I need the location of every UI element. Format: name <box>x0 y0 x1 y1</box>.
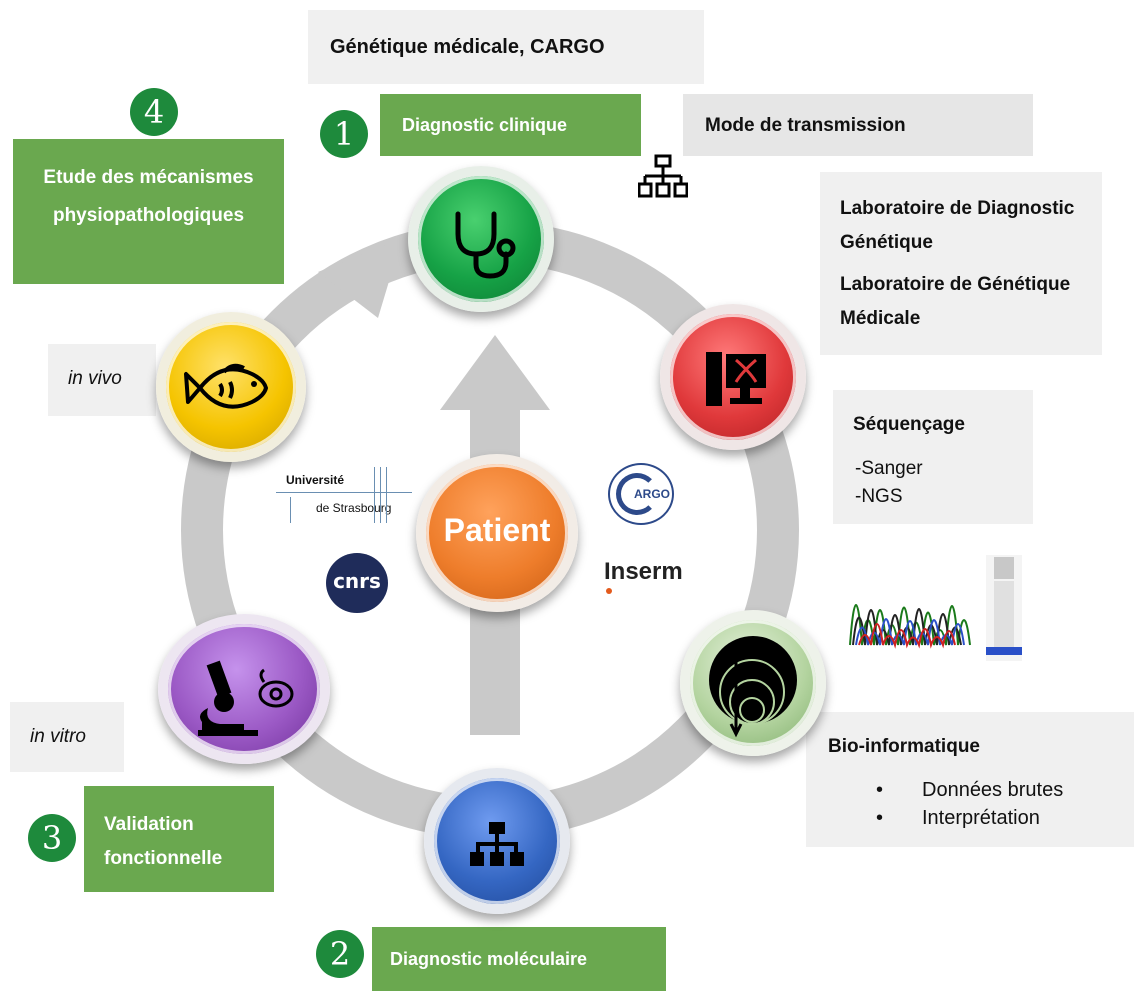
cargo-text: ARGO <box>634 487 670 501</box>
sequencing-title: Séquençage <box>853 414 965 435</box>
step3-number: 3 <box>28 814 76 862</box>
transmission-box: Mode de transmission <box>683 94 1033 156</box>
step2-label: Diagnostic moléculaire <box>390 949 588 969</box>
bioinfo-title: Bio-informatique <box>828 736 980 757</box>
inserm-text: Inserm <box>604 558 683 585</box>
sequencing-item: -NGS <box>855 486 903 507</box>
fish-icon <box>184 363 268 409</box>
inserm-dot <box>606 588 612 594</box>
transmission-label: Mode de transmission <box>705 115 906 136</box>
patient-label: Patient <box>443 512 551 548</box>
step2-number: 2 <box>316 930 364 978</box>
cargo-ring <box>616 473 658 515</box>
chromatogram-image <box>848 555 974 651</box>
cargo-logo: ARGO <box>608 463 674 525</box>
bioinfo-item: Interprétation <box>876 804 1063 832</box>
cycle-arrowhead <box>318 238 402 318</box>
step1-label: Diagnostic clinique <box>402 115 568 135</box>
clinic-circle <box>408 166 554 312</box>
pedigree-icon <box>470 822 524 866</box>
step4-label-box: Etude des mécanismes physiopathologiques <box>13 139 284 284</box>
unistra-divider <box>276 492 412 493</box>
stethoscope-icon <box>455 211 516 279</box>
unistra-line1: Université <box>286 473 345 487</box>
in-vivo-box: in vivo <box>48 344 156 416</box>
cnrs-text: cnrs <box>333 569 381 593</box>
unistra-divider <box>290 497 291 523</box>
bioinfo-circle <box>680 610 826 756</box>
step4-number: 4 <box>130 88 178 136</box>
in-vitro-box: in vitro <box>10 702 124 772</box>
bioinfo-box: Bio-informatique Données brutes Interpré… <box>806 712 1134 847</box>
unistra-divider <box>386 467 387 523</box>
lab-diagnostic-label: Laboratoire de Diagnostic Génétique <box>840 198 1075 253</box>
pedigree-icon <box>638 154 688 198</box>
step1-label-box: Diagnostic clinique <box>380 94 641 156</box>
lab-circle <box>660 304 806 450</box>
molecular-circle <box>424 768 570 914</box>
in-vivo-label: in vivo <box>68 368 122 389</box>
lab-genetics-label: Laboratoire de Génétique Médicale <box>840 274 1071 329</box>
cnrs-logo: cnrs <box>326 553 388 613</box>
step4-label: Etude des mécanismes physiopathologiques <box>43 167 254 226</box>
microscope-cell-icon <box>198 660 294 736</box>
header-box: Génétique médicale, CARGO <box>308 10 704 84</box>
unistra-divider <box>374 467 375 523</box>
inserm-logo: Inserm <box>604 558 704 598</box>
in-vitro-label: in vitro <box>30 726 86 747</box>
bioinfo-item: Données brutes <box>876 776 1063 804</box>
unistra-logo: Université de Strasbourg <box>276 467 412 525</box>
unistra-divider <box>380 467 381 523</box>
vivo-circle <box>156 312 306 462</box>
alignment-image <box>986 555 1022 661</box>
computer-dna-icon <box>706 352 766 406</box>
unistra-line2: de Strasbourg <box>316 501 392 515</box>
step3-label-box: Validation fonctionnelle <box>84 786 274 892</box>
page-title: Génétique médicale, CARGO <box>330 36 605 58</box>
functional-circle <box>158 614 330 764</box>
laboratories-box: Laboratoire de Diagnostic Génétique Labo… <box>820 172 1102 355</box>
sequencing-box: Séquençage -Sanger -NGS <box>833 390 1033 524</box>
bioinfo-list: Données brutes Interprétation <box>876 776 1063 832</box>
patient-circle: Patient <box>416 454 578 612</box>
step2-label-box: Diagnostic moléculaire <box>372 927 666 991</box>
data-rings-icon <box>709 636 797 738</box>
step3-label: Validation fonctionnelle <box>104 814 223 869</box>
sequencing-item: -Sanger <box>855 458 923 479</box>
step1-number: 1 <box>320 110 368 158</box>
